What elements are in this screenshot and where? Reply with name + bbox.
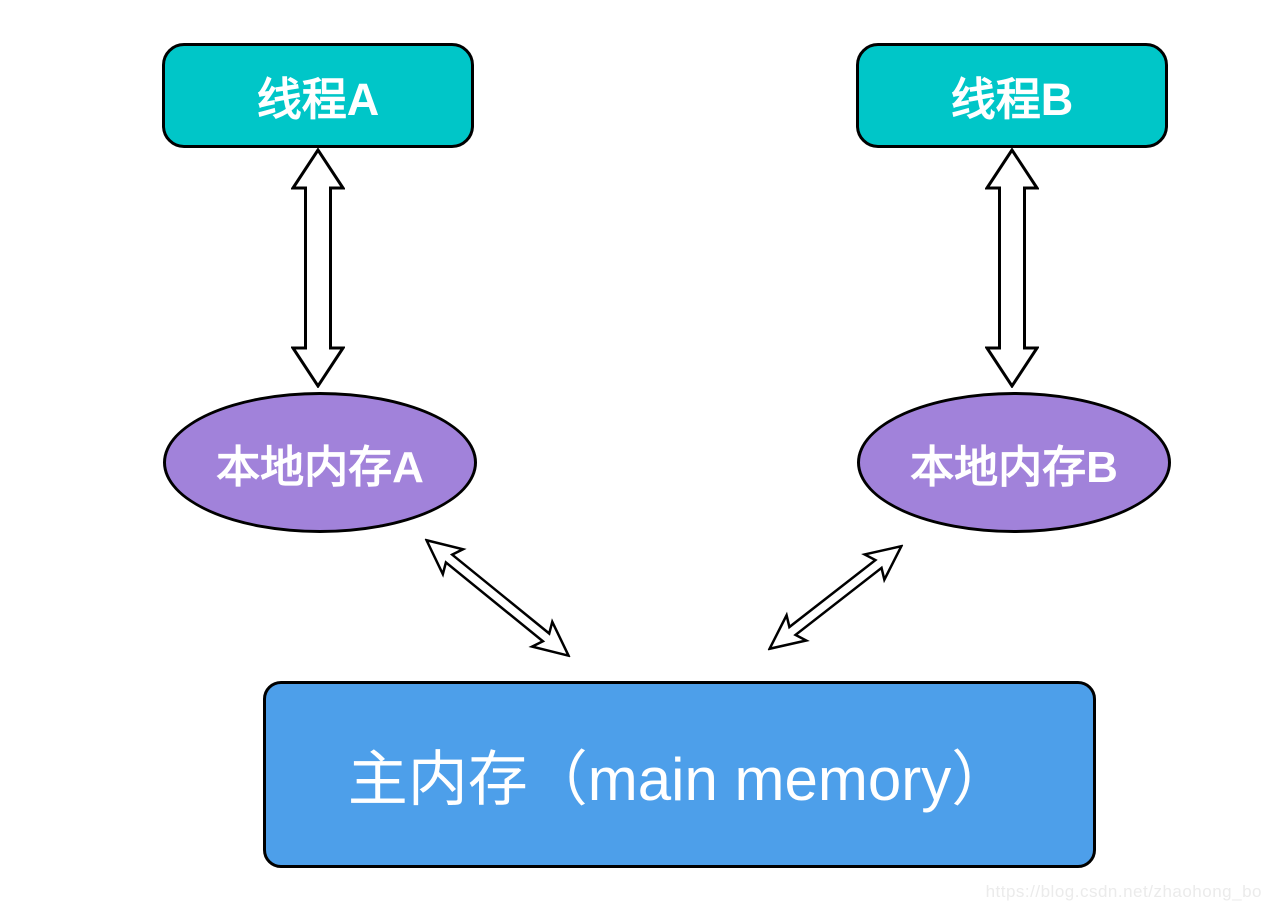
arrow-thread-a-local-memory-a (291, 148, 345, 388)
local-memory-a-label: 本地内存A (216, 442, 424, 492)
thread-a-label: 线程A (256, 74, 380, 125)
thread-b-box: 线程B (856, 43, 1168, 148)
main-memory-box: 主内存（main memory） (263, 681, 1096, 868)
thread-a-box: 线程A (162, 43, 474, 148)
main-memory-label: 主内存（main memory） (347, 746, 1012, 813)
thread-b-label: 线程B (950, 74, 1074, 125)
local-memory-b-label: 本地内存B (910, 442, 1118, 492)
local-memory-b-ellipse: 本地内存B (857, 392, 1171, 533)
arrow-local-memory-b-main-memory (767, 544, 904, 651)
arrow-local-memory-a-main-memory (424, 538, 571, 658)
arrow-thread-b-local-memory-b (985, 148, 1039, 388)
watermark-url: https://blog.csdn.net/zhaohong_bo (985, 882, 1262, 901)
local-memory-a-ellipse: 本地内存A (163, 392, 477, 533)
